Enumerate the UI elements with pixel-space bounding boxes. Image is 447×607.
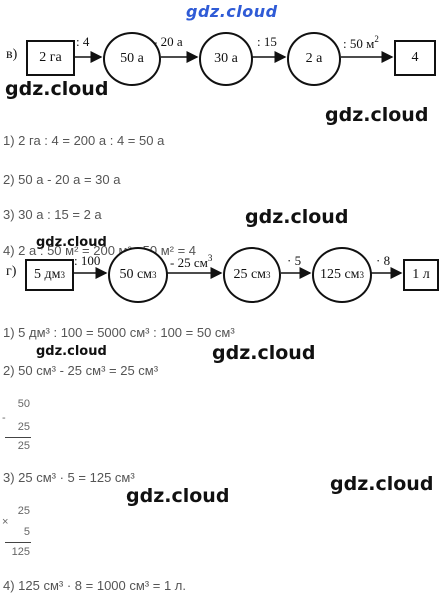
watermark: gdz.cloud xyxy=(36,235,107,250)
watermark: gdz.cloud xyxy=(126,485,230,507)
solution-step: 1) 2 га : 4 = 200 а : 4 = 50 а xyxy=(3,133,165,148)
operation-label: - 20 а xyxy=(153,34,183,49)
end-box: 4 xyxy=(394,40,436,76)
solution-step: 2) 50 см³ - 25 см³ = 25 см³ xyxy=(3,363,159,378)
watermark: gdz.cloud xyxy=(36,344,107,359)
times-sign: × xyxy=(2,516,9,528)
column-result: 25 xyxy=(17,440,30,452)
solution-step: 3) 30 а : 15 = 2 а xyxy=(3,207,102,222)
minus-sign: - xyxy=(2,412,6,424)
column-rule xyxy=(5,542,31,543)
column-rule xyxy=(5,437,31,438)
node-circle: 2 а xyxy=(287,32,341,86)
end-box: 1 л xyxy=(403,259,439,291)
watermark: gdz.cloud xyxy=(212,342,316,364)
watermark: gdz.cloud xyxy=(330,473,434,495)
solution-step: 2) 50 а - 20 а = 30 а xyxy=(3,172,121,187)
watermark-top: gdz.cloud xyxy=(186,2,278,21)
solution-step: 1) 5 дм³ : 100 = 5000 см³ : 100 = 50 см³ xyxy=(3,325,235,340)
column-operand: 50 xyxy=(17,398,30,410)
node-circle: 30 а xyxy=(199,32,253,86)
column-operand: 5 xyxy=(23,526,30,538)
watermark: gdz.cloud xyxy=(245,206,349,228)
operation-label: : 50 м2 xyxy=(343,34,379,51)
operation-label: - 25 см3 xyxy=(170,253,213,270)
solution-step: 3) 25 см³ · 5 = 125 см³ xyxy=(3,470,135,485)
section-v-label: в) xyxy=(6,47,18,62)
section-g-label: г) xyxy=(6,264,17,279)
operation-label: : 4 xyxy=(76,34,90,49)
watermark: gdz.cloud xyxy=(325,104,429,126)
node-circle: 50 а xyxy=(103,32,161,86)
solution-step: 4) 125 см³ · 8 = 1000 см³ = 1 л. xyxy=(3,578,186,593)
start-box: 2 га xyxy=(26,40,75,76)
watermark: gdz.cloud xyxy=(5,78,109,100)
column-operand: 25 xyxy=(17,421,30,433)
operation-label: : 100 xyxy=(74,253,101,268)
operation-label: · 5 xyxy=(287,253,302,268)
operation-label: : 15 xyxy=(257,34,277,49)
column-operand: 25 xyxy=(17,505,30,517)
column-result: 125 xyxy=(11,546,30,558)
operation-label: · 8 xyxy=(376,253,391,268)
